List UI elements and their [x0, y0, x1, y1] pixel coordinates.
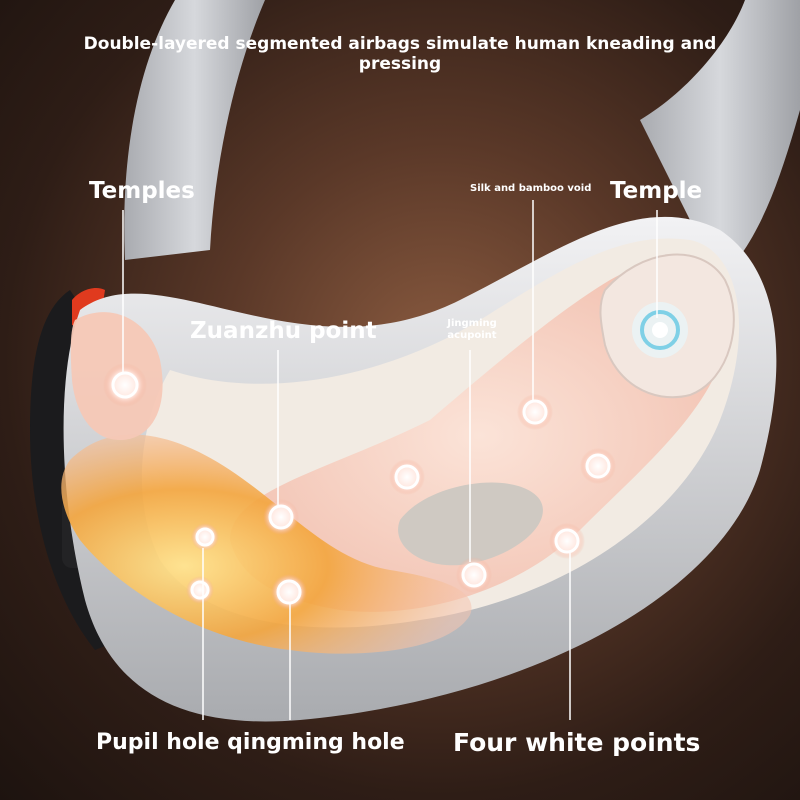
node-lower-mid	[456, 557, 492, 593]
callout-lines	[122, 200, 658, 720]
airbag-warm	[61, 434, 472, 654]
node-upper-2-ring	[394, 464, 420, 490]
right-strap	[640, 0, 800, 280]
node-zuanzhu	[263, 499, 299, 535]
node-pupil-upper	[191, 523, 219, 551]
node-lower-mid-ring	[461, 562, 487, 588]
node-pupil-lower	[186, 576, 214, 604]
acupoint-nodes	[103, 302, 688, 610]
node-upper-2	[389, 459, 425, 495]
node-four-white	[549, 523, 585, 559]
label-pupil-qingming: Pupil hole qingming hole	[96, 730, 405, 755]
node-right-temple-ring	[640, 310, 680, 350]
node-pupil-lower-ring	[190, 580, 210, 600]
label-temples: Temples	[89, 178, 195, 204]
headline: Double-layered segmented airbags simulat…	[83, 34, 717, 74]
node-upper-1-ring	[522, 399, 548, 425]
label-temple: Temple	[610, 178, 703, 204]
label-jingming: Jingming acupoint	[447, 318, 497, 341]
node-left-temple	[103, 363, 147, 407]
label-four-white: Four white points	[453, 728, 701, 757]
node-right-lower	[580, 448, 616, 484]
left-strap	[124, 0, 265, 260]
label-zuanzhu: Zuanzhu point	[190, 318, 377, 344]
node-zuanzhu-ring	[268, 504, 294, 530]
node-upper-1	[517, 394, 553, 430]
node-four-white-ring	[554, 528, 580, 554]
node-qingming-ring	[276, 579, 302, 605]
node-right-lower-ring	[585, 453, 611, 479]
node-qingming	[271, 574, 307, 610]
label-silk-bamboo: Silk and bamboo void	[470, 183, 592, 194]
node-left-temple-ring	[111, 371, 139, 399]
node-right-temple-core	[652, 322, 668, 338]
node-pupil-upper-ring	[195, 527, 215, 547]
